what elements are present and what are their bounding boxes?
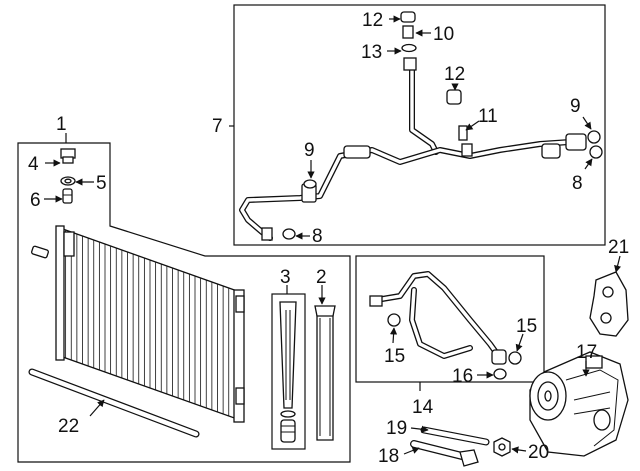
drier-2 [314, 305, 336, 441]
seal-strip [28, 368, 200, 438]
seal-5 [60, 176, 76, 186]
condenser-frame [17, 142, 351, 463]
valve-11 [458, 125, 468, 141]
callout-14: 14 [412, 397, 434, 418]
callout-4: 4 [28, 154, 39, 175]
callout-1: 1 [56, 114, 67, 135]
callout-12: 12 [444, 64, 465, 85]
seal-8-right [589, 145, 603, 159]
compressor [529, 351, 629, 457]
seal-9-left [303, 179, 317, 189]
cap-4 [60, 148, 76, 164]
callout-17: 17 [576, 342, 597, 363]
condenser [55, 225, 245, 423]
callout-8-bottom: 8 [312, 226, 323, 247]
leader-lines [44, 15, 622, 455]
suction-hose [369, 271, 522, 380]
bolt-19 [420, 426, 490, 446]
callout-22: 22 [58, 416, 79, 437]
callout-18: 18 [378, 446, 399, 467]
callout-9-left: 9 [304, 140, 315, 161]
cap-12-top [400, 11, 416, 23]
desiccant-3 [279, 301, 297, 443]
bolt-18 [410, 440, 479, 467]
callout-7: 7 [212, 116, 223, 137]
hose-assembly [239, 57, 587, 241]
desiccant-frame [271, 293, 306, 450]
valve-10 [402, 25, 414, 39]
callout-19: 19 [386, 418, 407, 439]
callout-8-right: 8 [572, 173, 583, 194]
callout-9-right: 9 [570, 96, 581, 117]
callout-3: 3 [280, 267, 291, 288]
seal-13 [401, 43, 417, 53]
callout-15-left: 15 [384, 346, 405, 367]
callout-labels: 1 2 3 4 5 6 7 8 8 9 9 10 11 12 12 13 14 … [28, 10, 629, 467]
callout-13: 13 [361, 42, 382, 63]
condenser-plug [31, 245, 49, 259]
cap-12 [446, 89, 462, 105]
callout-11: 11 [478, 106, 498, 127]
callout-5: 5 [96, 173, 107, 194]
callout-10: 10 [433, 24, 454, 45]
bracket-21 [589, 271, 629, 337]
suction-hose-frame [355, 255, 545, 383]
seal-9-right [587, 130, 601, 144]
callout-21: 21 [608, 237, 629, 258]
callout-20: 20 [528, 442, 549, 463]
valve-6 [62, 188, 73, 204]
seal-8-bottom [282, 228, 296, 240]
callout-2: 2 [316, 267, 327, 288]
callout-12-top: 12 [362, 10, 383, 31]
hose-assembly-frame [233, 4, 606, 246]
callout-15-right: 15 [516, 316, 537, 337]
callout-6: 6 [30, 190, 41, 211]
condenser-fins [65, 230, 235, 418]
nut-20 [493, 437, 511, 457]
callout-16: 16 [452, 366, 473, 387]
